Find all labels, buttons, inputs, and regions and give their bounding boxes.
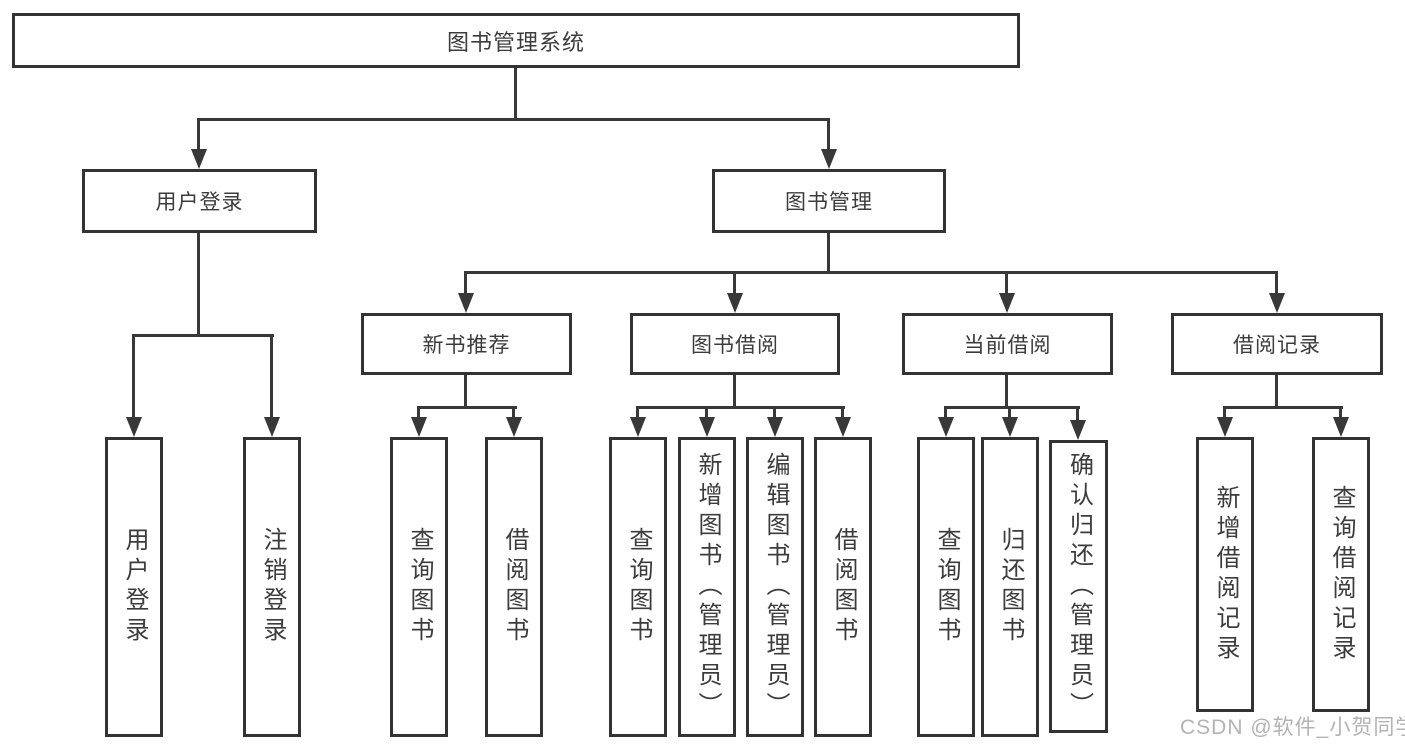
node-label: 新书推荐 — [422, 334, 511, 357]
arrow-down-icon — [1002, 417, 1018, 437]
node-leaf-add-borrow-record: 新增借阅记录 — [1196, 437, 1254, 712]
connector-drop — [944, 406, 947, 418]
connector-drop — [1223, 406, 1226, 418]
node-leaf-borrow-books-borrowing: 借阅图书 — [814, 437, 872, 737]
connector-drop — [733, 271, 736, 294]
node-leaf-edit-books-admin: 编辑图书（管理员） — [746, 437, 804, 737]
watermark: CSDN @软件_小贺同学 — [1180, 716, 1405, 739]
connector-level2-rail — [197, 118, 830, 121]
node-leaf-return-books: 归还图书 — [981, 437, 1039, 737]
arrow-down-icon — [264, 417, 280, 437]
arrow-down-icon — [767, 417, 783, 437]
node-system-root: 图书管理系统 — [12, 13, 1020, 68]
arrow-down-icon — [727, 293, 743, 313]
connector-stub — [1275, 375, 1278, 408]
connector-rail — [1223, 406, 1343, 409]
node-user-login: 用户登录 — [82, 169, 317, 233]
connector-drop — [197, 118, 200, 151]
connector-drop — [827, 118, 830, 151]
connector-rail — [944, 406, 1080, 409]
node-leaf-query-books-current: 查询图书 — [917, 437, 975, 737]
node-leaf-query-books-recommend: 查询图书 — [390, 437, 448, 737]
node-leaf-add-books-admin: 新增图书（管理员） — [678, 437, 736, 737]
node-label: 用户登录 — [121, 527, 148, 647]
node-label: 编辑图书（管理员） — [762, 452, 789, 722]
arrow-down-icon — [821, 149, 837, 169]
arrow-down-icon — [458, 293, 474, 313]
connector-level3-rail — [464, 271, 1278, 274]
connector-rail — [417, 406, 517, 409]
connector-drop — [270, 334, 273, 418]
node-leaf-query-borrow-record: 查询借阅记录 — [1312, 437, 1370, 712]
node-label: 查询图书 — [406, 527, 433, 647]
arrow-down-icon — [999, 293, 1015, 313]
arrow-down-icon — [835, 417, 851, 437]
arrow-down-icon — [1070, 420, 1086, 440]
connector-drop — [1275, 271, 1278, 294]
connector-drop — [417, 406, 420, 418]
node-label: 借阅记录 — [1233, 334, 1321, 357]
node-label: 借阅图书 — [830, 527, 857, 647]
connector-book-mgmt-stub — [827, 233, 830, 274]
connector-drop — [773, 406, 776, 418]
connector-stub — [464, 375, 467, 408]
connector-drop — [1008, 406, 1011, 418]
node-leaf-user-login: 用户登录 — [105, 437, 163, 737]
node-leaf-borrow-books-recommend: 借阅图书 — [485, 437, 543, 737]
arrow-down-icon — [630, 417, 646, 437]
node-label: 确认归还（管理员） — [1065, 451, 1093, 722]
node-leaf-confirm-return-admin: 确认归还（管理员） — [1049, 440, 1108, 733]
node-label: 用户登录 — [155, 191, 244, 214]
arrow-down-icon — [1333, 417, 1349, 437]
arrow-down-icon — [506, 417, 522, 437]
arrow-down-icon — [699, 417, 715, 437]
connector-drop — [636, 406, 639, 418]
arrow-down-icon — [191, 149, 207, 169]
node-label: 新增借阅记录 — [1212, 484, 1239, 665]
connector-rail — [636, 406, 845, 409]
node-borrowing-records: 借阅记录 — [1171, 313, 1383, 375]
node-leaf-logout: 注销登录 — [243, 437, 301, 737]
node-label: 借阅图书 — [501, 527, 528, 647]
node-label: 图书管理 — [785, 191, 873, 214]
connector-drop — [1076, 406, 1079, 421]
connector-drop — [512, 406, 515, 418]
connector-drop — [705, 406, 708, 418]
connector-user-login-stub — [197, 233, 200, 336]
node-label: 图书管理系统 — [446, 29, 585, 55]
arrow-down-icon — [1217, 417, 1233, 437]
node-book-borrowing: 图书借阅 — [630, 313, 840, 375]
node-leaf-query-books-borrowing: 查询图书 — [609, 437, 667, 737]
node-current-borrowing: 当前借阅 — [902, 313, 1113, 375]
node-label: 新增图书（管理员） — [694, 452, 721, 722]
node-label: 查询借阅记录 — [1328, 484, 1355, 665]
node-label: 归还图书 — [997, 527, 1024, 647]
connector-root-stub — [514, 68, 517, 121]
arrow-down-icon — [938, 417, 954, 437]
node-book-management: 图书管理 — [712, 169, 946, 233]
node-label: 查询图书 — [625, 527, 652, 647]
connector-stub — [1005, 375, 1008, 408]
node-new-book-recommendation: 新书推荐 — [361, 313, 572, 375]
node-label: 图书借阅 — [691, 334, 779, 357]
connector-drop — [132, 334, 135, 418]
node-label: 查询图书 — [933, 527, 960, 647]
connector-user-login-rail — [132, 334, 274, 337]
arrow-down-icon — [126, 417, 142, 437]
connector-drop — [1005, 271, 1008, 294]
connector-drop — [1339, 406, 1342, 418]
node-label: 当前借阅 — [963, 334, 1052, 357]
connector-drop — [841, 406, 844, 418]
connector-drop — [464, 271, 467, 294]
connector-stub — [733, 375, 736, 408]
arrow-down-icon — [411, 417, 427, 437]
node-label: 注销登录 — [259, 527, 286, 647]
arrow-down-icon — [1269, 293, 1285, 313]
